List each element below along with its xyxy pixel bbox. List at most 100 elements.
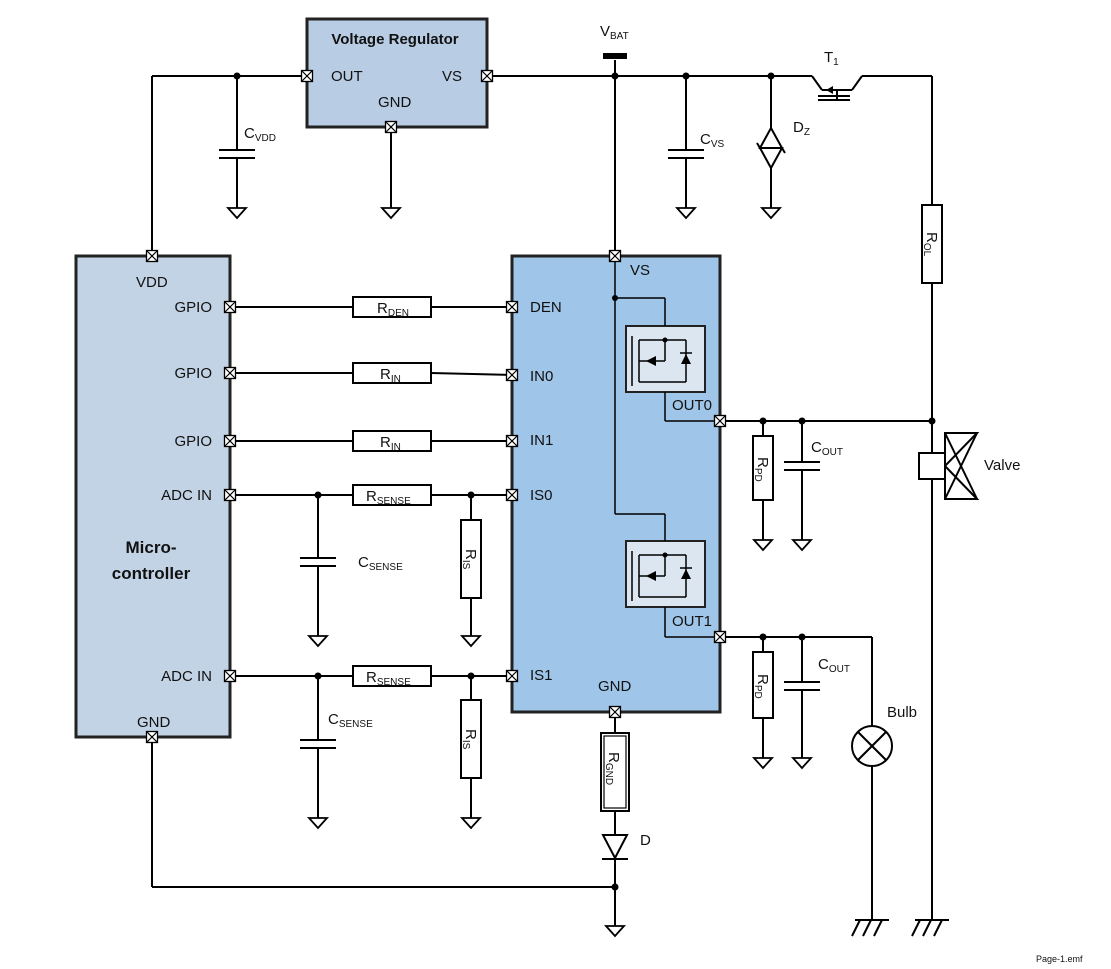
regulator-gnd-label: GND (378, 94, 412, 111)
pin-driver-out1 (713, 630, 727, 644)
pin-driver-is0 (505, 488, 519, 502)
pin-mcu-adc2 (223, 669, 237, 683)
supply-wiring (151, 60, 933, 920)
pin-driver-out0 (713, 414, 727, 428)
rpd-0-label: RPD (752, 457, 771, 482)
output-wiring (720, 417, 936, 920)
rgnd-label: RGND (603, 752, 622, 785)
mcu-adc2-label: ADC IN (161, 668, 212, 685)
resistor-rpd-0 (752, 435, 774, 501)
driver-in0-label: IN0 (530, 368, 553, 385)
dz-label: DZ (793, 119, 810, 138)
driver-out0-label: OUT0 (672, 397, 712, 414)
regulator-vs-label: VS (442, 68, 462, 85)
driver-in1-label: IN1 (530, 432, 553, 449)
ground-symbols (225, 207, 814, 938)
driver-ic-block (510, 254, 722, 714)
rsense-1-label: RSENSE (366, 669, 411, 688)
cvdd-label: CVDD (244, 125, 276, 144)
pin-driver-den (505, 300, 519, 314)
vbat-terminal (603, 53, 627, 59)
rin-0-label: RIN (380, 366, 401, 385)
capacitor-cvdd (219, 149, 255, 159)
ris-0-label: RIS (460, 549, 479, 570)
switch-channel-1 (625, 540, 706, 608)
pin-driver-in1 (505, 434, 519, 448)
microcontroller-block (74, 254, 232, 739)
signal-wiring (230, 306, 513, 818)
pin-mcu-gnd (145, 730, 159, 744)
mcu-title-line2: controller (112, 564, 191, 583)
footer-filename: Page-1.emf (1036, 954, 1083, 964)
pin-mcu-gpio3 (223, 434, 237, 448)
mcu-gnd-label: GND (137, 714, 171, 731)
pin-regulator-vs (480, 69, 494, 83)
valve-symbol (918, 432, 980, 500)
capacitor-cout-1 (784, 681, 820, 691)
pin-driver-is1 (505, 669, 519, 683)
bulb-symbol (851, 725, 893, 767)
capacitor-cvs (668, 149, 704, 159)
resistor-rpd-1 (752, 651, 774, 719)
resistor-rin-1 (352, 430, 432, 452)
mcu-title-line1: Micro- (126, 538, 177, 557)
bulb-label: Bulb (887, 704, 917, 721)
mcu-adc1-label: ADC IN (161, 487, 212, 504)
transistor-t1 (811, 75, 863, 101)
mcu-gpio3-label: GPIO (174, 433, 212, 450)
driver-gnd-label: GND (598, 678, 632, 695)
switch-channel-0 (625, 325, 706, 393)
csense-1-label: CSENSE (328, 711, 373, 730)
rden-label: RDEN (377, 300, 409, 319)
diode-d-label: D (640, 832, 651, 849)
resistor-rol (921, 204, 943, 284)
pin-mcu-adc1 (223, 488, 237, 502)
vbat-label: VBAT (600, 23, 629, 42)
rpd-1-label: RPD (752, 674, 771, 699)
mcu-gpio2-label: GPIO (174, 365, 212, 382)
chassis-ground-valve (911, 919, 949, 937)
driver-is0-label: IS0 (530, 487, 553, 504)
pin-regulator-out (300, 69, 314, 83)
resistor-ris-1 (460, 699, 482, 779)
zener-diode-dz (756, 125, 786, 171)
pin-driver-gnd (608, 705, 622, 719)
t1-label: T1 (824, 49, 839, 68)
resistor-rgnd (600, 732, 630, 812)
resistor-rden (352, 296, 432, 318)
resistor-rsense-0 (352, 484, 432, 506)
voltage-regulator-block (305, 17, 489, 129)
resistor-rsense-1 (352, 665, 432, 687)
cout-0-label: COUT (811, 439, 843, 458)
regulator-out-label: OUT (331, 68, 363, 85)
resistor-ris-0 (460, 519, 482, 599)
capacitor-csense-1 (300, 739, 336, 749)
diode-d (601, 834, 629, 861)
pin-regulator-gnd (384, 120, 398, 134)
valve-label: Valve (984, 457, 1020, 474)
driver-vs-label: VS (630, 262, 650, 279)
csense-0-label: CSENSE (358, 554, 403, 573)
chassis-ground-bulb (851, 919, 889, 937)
resistor-rin-0 (352, 362, 432, 384)
cout-1-label: COUT (818, 656, 850, 675)
pin-driver-in0 (505, 368, 519, 382)
mcu-gpio1-label: GPIO (174, 299, 212, 316)
rin-1-label: RIN (380, 434, 401, 453)
pin-driver-vs (608, 249, 622, 263)
pin-mcu-gpio1 (223, 300, 237, 314)
driver-den-label: DEN (530, 299, 562, 316)
rol-label: ROL (921, 232, 940, 257)
mcu-vdd-label: VDD (136, 274, 168, 291)
pin-mcu-vdd (145, 249, 159, 263)
capacitor-csense-0 (300, 557, 336, 567)
cvs-label: CVS (700, 131, 725, 150)
ground-path-wiring (151, 712, 619, 926)
ris-1-label: RIS (460, 729, 479, 750)
regulator-title: Voltage Regulator (331, 31, 458, 48)
driver-is1-label: IS1 (530, 667, 553, 684)
driver-out1-label: OUT1 (672, 613, 712, 630)
rsense-0-label: RSENSE (366, 488, 411, 507)
capacitor-cout-0 (784, 461, 820, 471)
